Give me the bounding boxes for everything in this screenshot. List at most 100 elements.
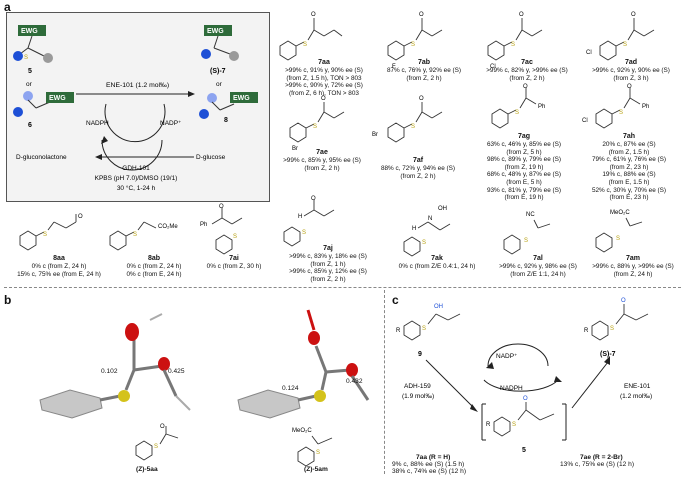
compound-7af: 7af 88% c, 72% y, 94% ee (S)(from Z, 2 h… [380, 157, 456, 180]
svg-text:Cl: Cl [490, 64, 496, 70]
compound-7ai: 7ai 0% c (from Z, 30 h) [206, 255, 262, 270]
compound-7aa: 7aa >99% c, 91% y, 90% ee (S)(from Z, 1.… [285, 59, 363, 97]
svg-text:O: O [311, 196, 316, 202]
compound-7ak: 7ak 0% c (from Z/E 0.4:1, 24 h) [398, 255, 476, 270]
svg-text:S: S [616, 236, 620, 242]
svg-text:S: S [411, 42, 415, 48]
svg-text:F: F [392, 64, 396, 70]
divider-vertical [384, 290, 385, 474]
value-right-1: 0.124 [282, 385, 299, 392]
label-z5am: (Z)-5am [304, 466, 328, 473]
svg-text:O: O [523, 84, 528, 90]
cascade-nadph: NADPH [500, 385, 523, 392]
svg-text:S: S [422, 240, 426, 246]
svg-text:S: S [524, 238, 528, 244]
lightblue-sphere-6 [23, 91, 33, 101]
svg-text:R: R [486, 422, 491, 428]
svg-text:S: S [303, 42, 307, 48]
label-s7: (S)-7 [210, 68, 226, 75]
compound-7ac: 7ac >99% c, 82% y, >99% ee (S)(from Z, 2… [486, 59, 568, 82]
svg-text:H: H [298, 214, 302, 220]
structure-7ai: Ph O S [200, 204, 243, 255]
svg-text:S: S [316, 450, 320, 456]
svg-text:OH: OH [434, 304, 443, 310]
enzyme-ene: ENE-101 (1.2 mol‰) [106, 82, 169, 89]
ewg-tag-5 [18, 25, 46, 36]
cycle-nadph: NADPH [86, 120, 109, 127]
sulfur-atom [118, 390, 130, 402]
svg-text:S: S [511, 42, 515, 48]
svg-text:O: O [419, 96, 424, 102]
svg-text:Ph: Ph [538, 104, 545, 110]
structure-7aa: S O [279, 12, 343, 61]
svg-text:H: H [412, 226, 416, 232]
svg-text:O: O [78, 214, 83, 220]
label-8: 8 [224, 117, 228, 124]
svg-text:O: O [631, 12, 636, 18]
structure-7ad: Cl S O [586, 12, 655, 61]
svg-text:S: S [233, 234, 237, 240]
cycle-nadp: NADP⁺ [160, 120, 182, 127]
svg-text:S: S [515, 110, 519, 116]
model-5am [237, 309, 370, 419]
label-6: 6 [28, 122, 32, 129]
compound-8ab: 8ab 0% c (from Z, 24 h)0% c (from E, 24 … [126, 255, 182, 278]
compound-8aa: 8aa 0% c (from Z, 24 h)15% c, 75% ee (fr… [17, 255, 101, 278]
structure-7al: NC S [503, 212, 551, 255]
label-z5aa: (Z)-5aa [136, 466, 158, 473]
structure-7am: MeO₂C S [595, 210, 643, 253]
blue-sphere-5 [13, 51, 23, 61]
svg-text:S: S [512, 422, 516, 428]
structure-z5am: MeO₂C S [292, 428, 333, 467]
glucose: D-glucose [196, 154, 226, 161]
svg-text:S: S [313, 124, 317, 130]
grey-sphere-5 [43, 53, 53, 63]
compound-7am: 7am >99% c, 88% y, >99% ee (S)(from Z, 2… [592, 255, 674, 278]
structure-7af: Br S O [372, 96, 443, 143]
value-left-1: 0.102 [101, 368, 118, 375]
structure-7ac: S Cl O [487, 12, 543, 70]
cascade-nadp: NADP⁺ [496, 353, 518, 360]
structure-8ab: S CO₂Me [109, 221, 178, 251]
svg-text:S: S [24, 55, 28, 61]
svg-text:S: S [610, 326, 614, 332]
compound-7ab: 7ab 87% c, 76% y, 92% ee (S)(from Z, 2 h… [386, 59, 462, 82]
svg-text:S: S [411, 124, 415, 130]
panel-label-c: c [392, 293, 399, 307]
svg-text:O: O [621, 298, 626, 304]
label-9: 9 [418, 351, 422, 358]
panel-label-a: a [4, 0, 11, 14]
divider-horizontal [4, 287, 681, 288]
structure-8aa: S O [19, 214, 83, 251]
model-5aa [39, 313, 191, 419]
structure-7ak: OH N H S [403, 206, 451, 257]
svg-text:S: S [43, 232, 47, 238]
compound-7ae: 7ae >99% c, 85% y, 95% ee (S)(from Z, 2 … [283, 149, 361, 172]
buffer: KPBS (pH 7.0)/DMSO (19/1) [95, 175, 178, 182]
svg-text:S: S [154, 444, 158, 450]
adh-enzyme: ADH-159 [404, 383, 431, 390]
compound-7aj: 7aj >99% c, 83% y, 18% ee (S)(from Z, 1 … [289, 245, 367, 283]
compound-7ag: 7ag 63% c, 46% y, 85% ee (S)(from Z, 5 h… [486, 133, 562, 202]
svg-text:O: O [160, 424, 165, 430]
label-5c: 5 [522, 447, 526, 454]
structure-7ah: Cl S O Ph [582, 84, 649, 129]
compound-7ah: 7ah 20% c, 87% ee (S)(from Z, 1.5 h) 79%… [591, 133, 667, 202]
svg-text:O: O [219, 204, 224, 210]
svg-text:MeO₂C: MeO₂C [610, 210, 630, 216]
svg-text:EWG: EWG [233, 95, 250, 102]
svg-text:R: R [396, 328, 401, 334]
gluconolactone: D-gluconolactone [16, 154, 67, 161]
structure-7ab: S F O [387, 12, 443, 70]
adh-loading: (1.9 mol‰) [402, 393, 434, 400]
svg-text:O: O [523, 396, 528, 402]
structure-z5aa: S O [135, 424, 179, 461]
svg-text:S: S [623, 42, 627, 48]
or-right: or [216, 81, 223, 88]
reaction-scheme-graphic: EWG S 5 or EWG 6 ENE-101 (1.2 mol‰) NADP… [13, 25, 258, 192]
value-left-2: 0.425 [168, 368, 185, 375]
svg-text:S: S [422, 326, 426, 332]
ewg-text-5: EWG [21, 28, 38, 35]
svg-text:CO₂Me: CO₂Me [158, 224, 178, 230]
svg-text:OH: OH [438, 206, 447, 212]
